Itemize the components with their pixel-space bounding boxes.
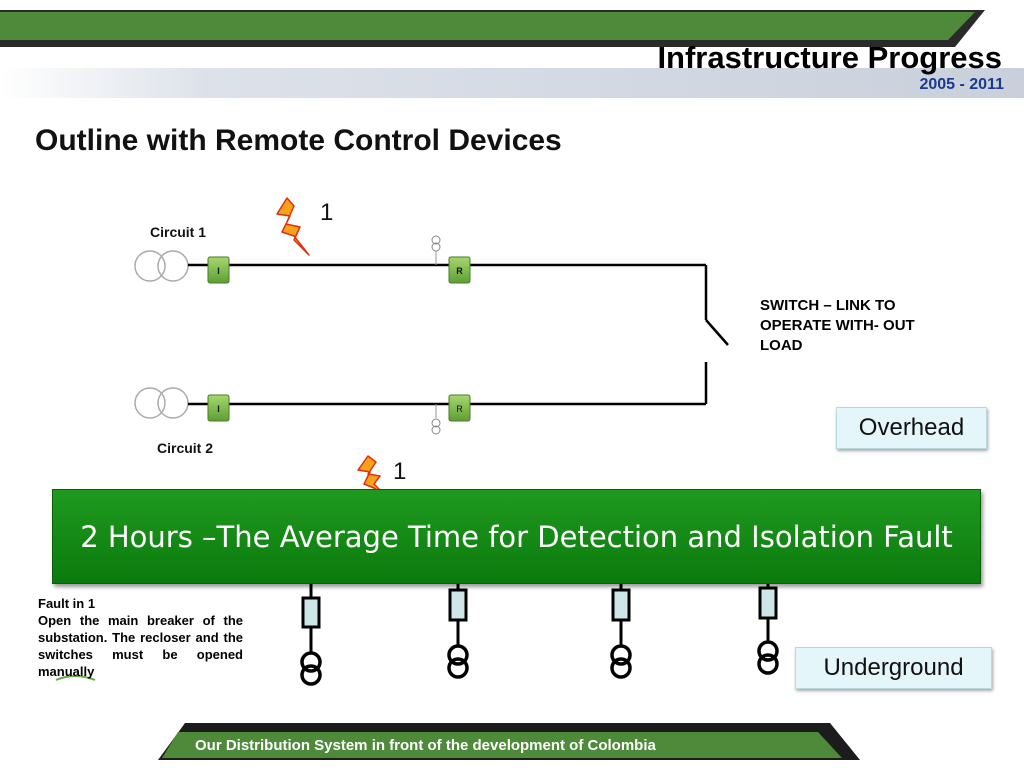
overhead-label-box: Overhead bbox=[836, 407, 987, 449]
footer-decoration bbox=[158, 723, 860, 760]
circuit-1 bbox=[134, 235, 708, 320]
header-title: Infrastructure Progress bbox=[657, 40, 1002, 75]
fault-note-description: Open the main breaker of the substation.… bbox=[38, 613, 243, 679]
breaker-device-1-label: I bbox=[217, 266, 220, 276]
circuit-2-label: Circuit 2 bbox=[157, 440, 214, 456]
circuit-1-label: Circuit 1 bbox=[150, 224, 207, 240]
breaker-device-1: I bbox=[207, 256, 230, 284]
fault-marker-top: 1 bbox=[320, 199, 334, 226]
circuit-2 bbox=[134, 362, 708, 435]
footer-text: Our Distribution System in front of the … bbox=[195, 737, 656, 754]
transformer-1a bbox=[134, 250, 166, 282]
header-decoration bbox=[0, 10, 1024, 98]
breaker-device-2-label: I bbox=[217, 404, 220, 414]
transformer-2b bbox=[157, 387, 189, 419]
underground-terminal-4 bbox=[757, 584, 779, 675]
header-years: 2005 - 2011 bbox=[919, 76, 1004, 93]
transformer-2a bbox=[134, 387, 166, 419]
sensor-icon-2 bbox=[431, 418, 441, 435]
breaker-device-2: I bbox=[207, 394, 230, 422]
banner-text: 2 Hours –The Average Time for Detection … bbox=[80, 519, 953, 554]
recloser-device-2: R bbox=[448, 394, 471, 422]
switch-link-note: SWITCH – LINK TO OPERATE WITH- OUT LOAD bbox=[760, 297, 915, 354]
header-gray-band bbox=[0, 68, 1024, 98]
header-green-bar bbox=[0, 12, 975, 40]
fault-marker-bottom: 1 bbox=[393, 458, 407, 485]
underground-terminal-3 bbox=[610, 584, 632, 679]
recloser-device-1: R bbox=[448, 256, 471, 284]
fault-lightning-icon-1 bbox=[276, 197, 310, 256]
underground-terminal-2 bbox=[447, 584, 469, 679]
cable-arc bbox=[55, 675, 96, 681]
transformer-1b bbox=[157, 250, 189, 282]
recloser-device-2-label: R bbox=[456, 404, 463, 414]
sensor-icon-1 bbox=[431, 235, 441, 252]
underground-terminal-1 bbox=[300, 584, 322, 686]
switch-link-blade bbox=[705, 319, 729, 346]
average-time-banner: 2 Hours –The Average Time for Detection … bbox=[52, 489, 981, 584]
underground-label-box: Underground bbox=[795, 647, 992, 689]
footer-green-band bbox=[162, 732, 842, 758]
fault-note-title: Fault in 1 bbox=[38, 596, 96, 611]
slide-title: Outline with Remote Control Devices bbox=[35, 124, 562, 157]
recloser-device-1-label: R bbox=[456, 266, 463, 276]
